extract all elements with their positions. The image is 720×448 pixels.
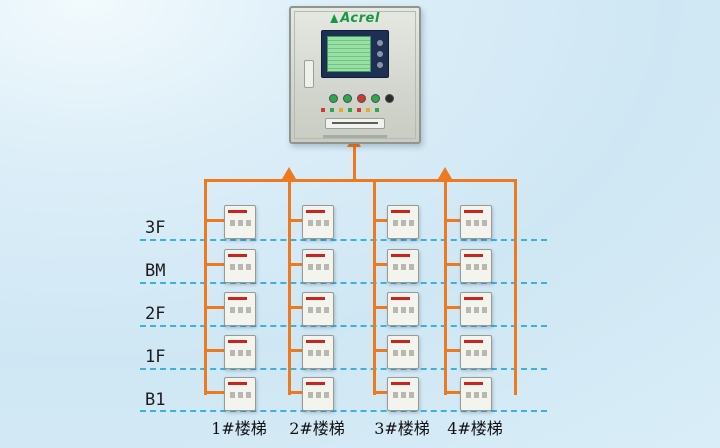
panel-indicator-tube	[304, 60, 314, 88]
bus-stub	[373, 263, 389, 266]
bus-stub	[444, 263, 462, 266]
monitor-module	[302, 292, 334, 326]
monitor-module	[387, 377, 419, 411]
bus-stub	[204, 306, 226, 309]
monitor-module	[302, 205, 334, 239]
monitor-module	[387, 205, 419, 239]
bus-stub	[204, 391, 226, 394]
bus-stub	[444, 349, 462, 352]
bus-stub	[444, 306, 462, 309]
floor-label-bm: BM	[145, 261, 166, 281]
bus-stub	[444, 391, 462, 394]
monitor-module	[387, 249, 419, 283]
floor-divider-line	[140, 239, 547, 241]
monitor-module	[224, 205, 256, 239]
bus-stub	[373, 219, 389, 222]
bus-stub	[444, 219, 462, 222]
bus-stub	[288, 349, 304, 352]
stair-label-1: 1#楼梯	[211, 419, 267, 438]
floor-label-1f: 1F	[145, 347, 166, 367]
panel-lcd-display	[327, 36, 371, 72]
panel-button	[343, 94, 352, 103]
panel-label-text	[323, 135, 387, 138]
bus-stub	[288, 391, 304, 394]
panel-button	[385, 94, 394, 103]
monitor-module	[302, 249, 334, 283]
bus-riser-3	[373, 179, 376, 395]
bus-branch-arrow-icon	[438, 167, 452, 179]
panel-screen-bezel	[321, 30, 389, 78]
bus-stub	[204, 263, 226, 266]
panel-button	[371, 94, 380, 103]
monitor-module	[460, 249, 492, 283]
monitor-module	[460, 377, 492, 411]
bus-riser-1	[204, 179, 207, 395]
bus-stub	[288, 219, 304, 222]
floor-divider-line	[140, 325, 547, 327]
screen-side-buttons	[377, 40, 383, 46]
bus-riser-4	[444, 179, 447, 395]
monitor-module	[460, 205, 492, 239]
bus-stub	[288, 263, 304, 266]
floor-divider-line	[140, 410, 547, 412]
monitor-module	[224, 335, 256, 369]
floor-divider-line	[140, 282, 547, 284]
floor-label-b1: B1	[145, 390, 166, 410]
stair-label-2: 2#楼梯	[289, 419, 345, 438]
acrel-logo-icon	[330, 14, 339, 23]
bus-riser-5	[514, 179, 517, 395]
panel-button	[329, 94, 338, 103]
monitor-module	[224, 377, 256, 411]
monitor-module	[302, 335, 334, 369]
brand-text: Acrel	[340, 11, 380, 26]
monitor-module	[224, 249, 256, 283]
panel-button	[357, 94, 366, 103]
control-panel-cabinet: Acrel	[289, 6, 421, 144]
bus-main-vertical	[353, 147, 356, 180]
bus-stub	[373, 391, 389, 394]
floor-label-3f: 3F	[145, 218, 166, 238]
monitor-module	[302, 377, 334, 411]
monitor-module	[460, 292, 492, 326]
monitor-module	[387, 335, 419, 369]
brand-logo: Acrel	[291, 11, 419, 26]
floor-divider-line	[140, 368, 547, 370]
monitor-module	[460, 335, 492, 369]
bus-stub	[204, 219, 226, 222]
stair-label-4: 4#楼梯	[447, 419, 503, 438]
bus-trunk	[204, 179, 517, 182]
monitor-module	[224, 292, 256, 326]
printer-slot	[325, 118, 385, 129]
bus-branch-arrow-icon	[282, 167, 296, 179]
bus-stub	[373, 306, 389, 309]
floor-label-2f: 2F	[145, 304, 166, 324]
cabinet-door-outline	[294, 11, 416, 139]
monitor-module	[387, 292, 419, 326]
bus-riser-2	[288, 179, 291, 395]
bus-stub	[288, 306, 304, 309]
panel-indicator-leds	[321, 108, 325, 112]
stair-label-3: 3#楼梯	[374, 419, 430, 438]
bus-stub	[204, 349, 226, 352]
bus-stub	[373, 349, 389, 352]
